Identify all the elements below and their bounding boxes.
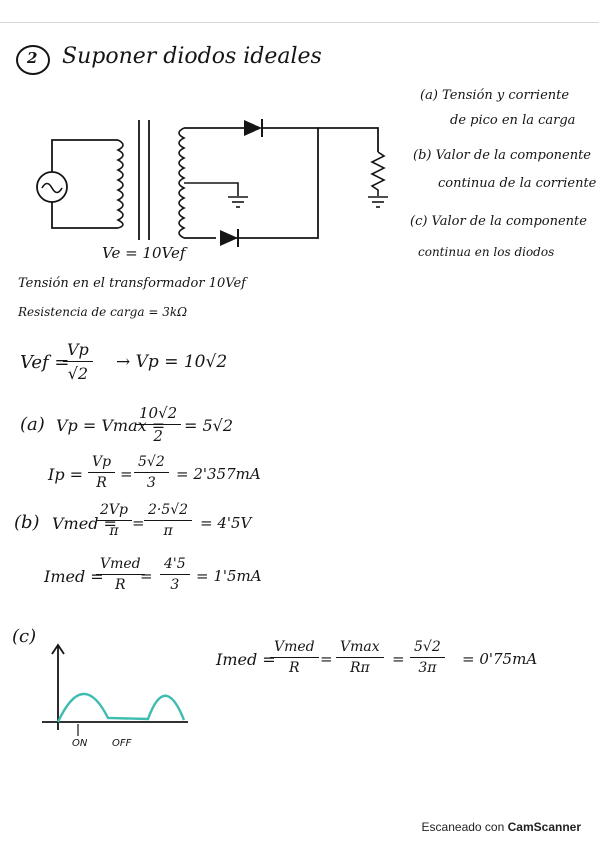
part-a-lhs: Vp = Vmax = xyxy=(56,416,166,435)
part-b-i-eq: = xyxy=(140,567,153,585)
question-c-line2: continua en los diodos xyxy=(418,245,555,259)
part-c-den1: R xyxy=(289,660,300,676)
eq-vef-fraction: Vp √2 xyxy=(63,340,93,383)
part-b-frac1: 2Vp π xyxy=(96,502,132,539)
problem-number: 2 xyxy=(27,49,38,67)
watermark-prefix: Escaneado con xyxy=(421,820,505,834)
graph-y-arrow xyxy=(51,643,65,655)
load-wire xyxy=(318,127,379,152)
problem-number-circle xyxy=(16,45,50,75)
eq-vef-den: √2 xyxy=(67,364,89,383)
secondary-wires xyxy=(184,127,319,239)
part-b-label: (b) xyxy=(14,512,40,533)
part-a-ip-lhs: Ip = xyxy=(48,465,84,484)
question-a-line2: de pico en la carga xyxy=(450,113,576,128)
part-a-ip-den2: 3 xyxy=(146,475,156,491)
given-resistance: Resistencia de carga = 3kΩ xyxy=(18,305,188,319)
part-c-den3: 3π xyxy=(418,660,437,676)
part-b-eq: = xyxy=(132,514,145,532)
eq-vef-num: Vp xyxy=(63,340,93,362)
part-b-i-num2: 4'5 xyxy=(160,556,190,575)
part-b-i-num1: Vmed xyxy=(96,556,145,575)
part-a-ip-num2: 5√2 xyxy=(134,454,169,473)
part-b-num2: 2·5√2 xyxy=(144,502,193,521)
center-tap xyxy=(184,182,239,196)
part-c-num1: Vmed xyxy=(270,639,319,658)
part-a-label: (a) xyxy=(20,414,45,435)
graph-on-label: ON xyxy=(72,738,88,749)
part-b-i-rhs: = 1'5mA xyxy=(196,567,262,585)
part-b-i-frac2: 4'5 3 xyxy=(160,556,190,593)
part-a-ip-frac2: 5√2 3 xyxy=(134,454,169,491)
part-b-i-den1: R xyxy=(115,577,126,593)
part-a-ip-frac1: Vp R xyxy=(88,454,116,491)
part-c-rhs: = 0'75mA xyxy=(462,650,538,668)
part-c-eq1: = xyxy=(320,650,333,668)
part-c-label: (c) xyxy=(12,626,37,647)
diode-top xyxy=(244,120,262,136)
part-a-num: 10√2 xyxy=(135,404,182,425)
question-b-line1: (b) Valor de la componente xyxy=(413,148,592,163)
part-a-ip-num1: Vp xyxy=(88,454,116,473)
part-a-den: 2 xyxy=(153,427,163,445)
eq-vef-lhs: Vef = xyxy=(20,352,70,373)
part-a-rhs: = 5√2 xyxy=(184,416,234,435)
part-c-num2: Vmax xyxy=(336,639,384,658)
part-b-num1: 2Vp xyxy=(96,502,132,521)
part-c-frac3: 5√2 3π xyxy=(410,639,445,676)
part-c-frac1: Vmed R xyxy=(270,639,319,676)
question-b-line2: continua de la corriente xyxy=(438,176,597,191)
part-b-frac2: 2·5√2 π xyxy=(144,502,193,539)
question-c-line1: (c) Valor de la componente xyxy=(410,214,587,229)
ve-label: Ve = 10Vef xyxy=(102,244,186,262)
part-b-den1: π xyxy=(109,523,119,539)
part-a-ip-den1: R xyxy=(96,475,107,491)
part-a-fraction: 10√2 2 xyxy=(135,404,182,445)
graph-off-label: OFF xyxy=(112,738,132,749)
part-c-lhs: Imed = xyxy=(216,650,276,669)
part-c-frac2: Vmax Rπ xyxy=(336,639,384,676)
primary-coil xyxy=(116,139,124,229)
part-b-i-den2: 3 xyxy=(170,577,180,593)
part-c-eq2: = xyxy=(392,650,405,668)
load-resistor xyxy=(370,151,386,196)
part-b-lhs: Vmed = xyxy=(52,514,117,533)
given-tension: Tensión en el transformador 10Vef xyxy=(18,276,246,291)
graph-rectified-wave xyxy=(56,692,186,723)
diode-bottom xyxy=(220,230,238,246)
part-a-ip-eq: = xyxy=(120,465,133,483)
part-b-i-frac1: Vmed R xyxy=(96,556,145,593)
problem-title: Suponer diodos ideales xyxy=(62,44,322,69)
part-b-rhs: = 4'5V xyxy=(200,514,252,532)
part-c-num3: 5√2 xyxy=(410,639,445,658)
scanner-watermark: Escaneado con CamScanner xyxy=(422,820,581,834)
eq-vef-result: → Vp = 10√2 xyxy=(116,352,228,372)
ac-source-wave xyxy=(41,182,63,194)
part-c-den2: Rπ xyxy=(349,660,370,676)
part-b-i-lhs: Imed = xyxy=(44,567,104,586)
primary-wires xyxy=(51,139,118,229)
part-b-den2: π xyxy=(163,523,173,539)
question-a-line1: (a) Tensión y corriente xyxy=(420,88,570,103)
part-a-ip-rhs: = 2'357mA xyxy=(176,465,261,483)
secondary-coil xyxy=(178,127,186,239)
watermark-brand: CamScanner xyxy=(507,820,581,834)
scan-edge-line xyxy=(0,22,599,23)
